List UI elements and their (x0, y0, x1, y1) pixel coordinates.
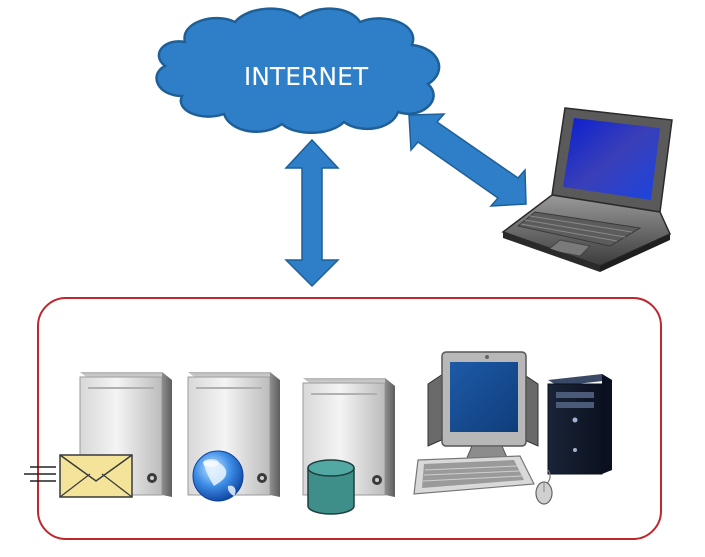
cloud-icon (155, 7, 441, 134)
internet-cloud: INTERNET (155, 7, 441, 134)
cloud-to-laptop-arrow (408, 113, 527, 207)
globe-icon (192, 450, 244, 502)
keyboard (413, 455, 535, 495)
network-box (37, 297, 662, 540)
envelope-icon (24, 454, 133, 498)
tower-case (547, 374, 612, 475)
laptop-icon (501, 107, 673, 272)
web-server (187, 372, 280, 502)
cloud-to-network-arrow (284, 138, 340, 288)
mouse (535, 469, 553, 505)
cloud-label: INTERNET (244, 62, 369, 91)
server-icon (187, 372, 280, 497)
monitor (441, 351, 527, 461)
mail-server (24, 372, 172, 498)
laptop (501, 107, 673, 272)
laptop-screen (563, 118, 660, 200)
database-cylinder-icon (307, 459, 355, 515)
monitor-screen (450, 362, 518, 432)
desktop-computer-icon (413, 351, 612, 505)
desktop-workstation (413, 351, 612, 505)
database-server (302, 378, 395, 515)
